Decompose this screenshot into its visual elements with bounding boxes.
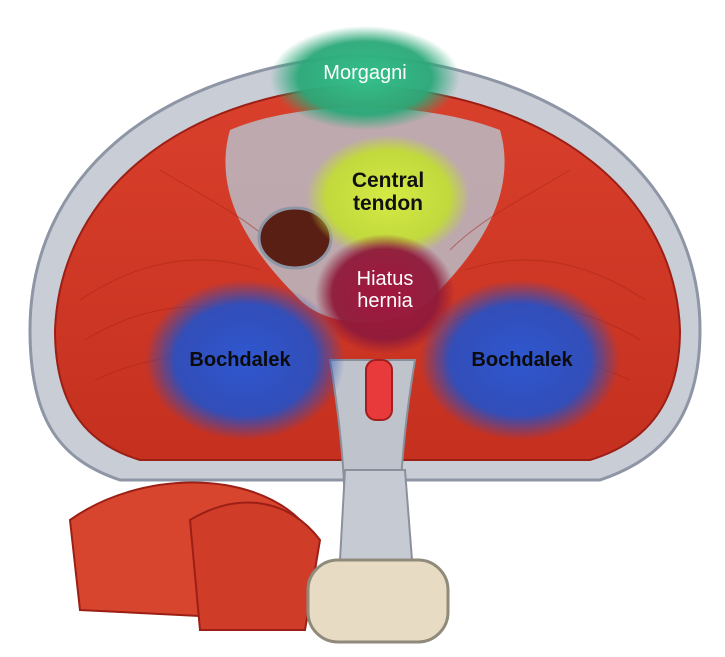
bochdalek-left-label: Bochdalek xyxy=(189,349,290,371)
bochdalek-right-label: Bochdalek xyxy=(471,349,572,371)
hiatus-hernia-label-line2: hernia xyxy=(357,290,414,312)
hiatus-hernia-label-line1: Hiatus xyxy=(357,268,414,290)
psoas-right xyxy=(190,503,320,630)
central-tendon-label-line1: Central xyxy=(352,169,424,192)
central-tendon-label-line2: tendon xyxy=(352,192,424,215)
vertebra xyxy=(308,560,448,642)
spine xyxy=(340,470,412,560)
central-tendon-label: Central tendon xyxy=(352,169,424,215)
morgagni-label: Morgagni xyxy=(323,62,406,84)
aorta xyxy=(366,360,392,420)
hiatus-hernia-label: Hiatus hernia xyxy=(357,268,414,312)
